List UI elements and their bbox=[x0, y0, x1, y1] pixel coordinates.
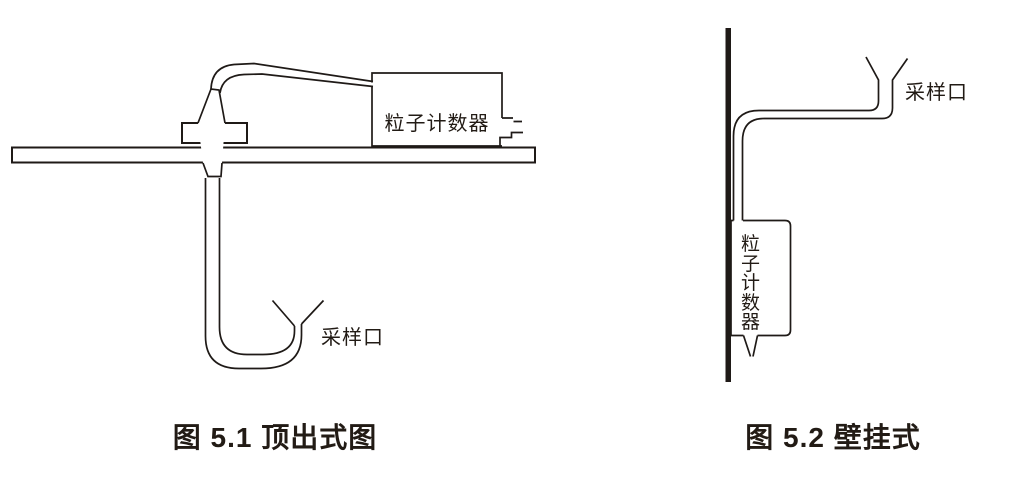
probe-body bbox=[197, 88, 226, 178]
figure-caption-left: 图 5.1 顶出式图 bbox=[172, 422, 378, 453]
tube-entry-knockout bbox=[371, 82, 374, 86]
figure-caption-right: 图 5.2 壁挂式 bbox=[745, 422, 921, 453]
sampling-port-label-left: 采样口 bbox=[321, 327, 384, 349]
tube-right-outer bbox=[732, 56, 880, 221]
sampling-funnel-left bbox=[271, 299, 325, 327]
particle-counter-label-right: 粒子计数器 bbox=[740, 234, 760, 333]
tube-right-inner bbox=[741, 58, 909, 221]
probe-knockout bbox=[198, 89, 225, 177]
particle-counter-label-left: 粒子计数器 bbox=[384, 113, 490, 135]
wall bbox=[725, 28, 731, 382]
ceiling-panel bbox=[11, 146, 536, 164]
tube-top-outer bbox=[210, 62, 374, 90]
particle-counter-box-left bbox=[371, 72, 503, 147]
tube-down-inner bbox=[218, 178, 296, 356]
counter-box-fill bbox=[731, 220, 791, 336]
sampling-port-label-right: 采样口 bbox=[905, 82, 968, 104]
power-cable bbox=[499, 117, 523, 147]
outlet-nozzle bbox=[742, 335, 759, 357]
tube-top-inner bbox=[219, 73, 374, 94]
particle-counter-box-right bbox=[730, 219, 792, 337]
tube-down-outer bbox=[204, 178, 303, 370]
